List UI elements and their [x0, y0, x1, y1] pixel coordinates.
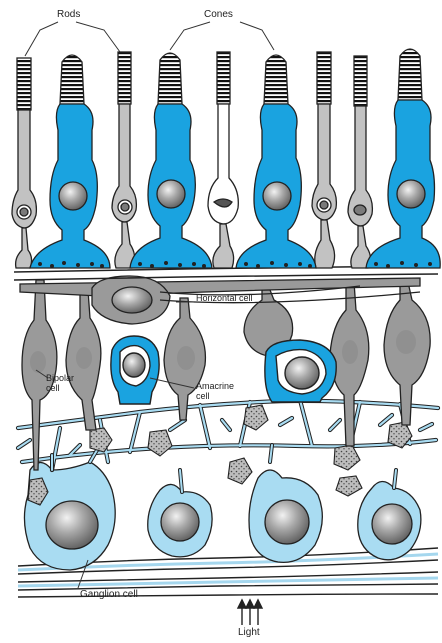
amacrine-cell-label: Amacrine cell — [196, 382, 246, 402]
ganglion-cell-label: Ganglion cell — [80, 590, 138, 600]
horizontal-cell-label: Horizontal cell — [196, 294, 266, 304]
bipolar-cells — [22, 280, 430, 470]
light-label: Light — [238, 628, 260, 638]
cones — [30, 49, 440, 268]
light-arrows — [238, 600, 262, 625]
inner-plexiform-network — [18, 400, 438, 470]
rods-label: Rods — [57, 10, 80, 20]
bipolar-cell-label: Bipolar cell — [46, 374, 80, 394]
cones-label: Cones — [204, 10, 233, 20]
ganglion-cells — [24, 462, 420, 570]
inner-plexiform-network-fill — [18, 400, 438, 470]
